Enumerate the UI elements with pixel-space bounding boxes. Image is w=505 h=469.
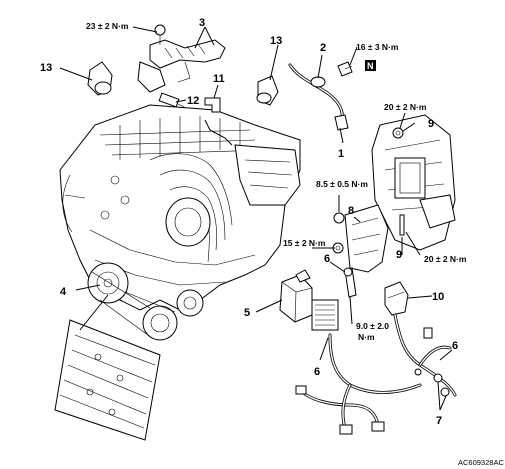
torque-15: 15 ± 2 N·m: [283, 238, 326, 248]
callout-9-upper: 9: [428, 118, 434, 130]
engine-assembly-illustration: [59, 104, 301, 341]
part-12-sensor: [158, 92, 187, 109]
callout-13-right: 13: [270, 35, 282, 47]
part-11-bracket: [204, 97, 233, 146]
torque-20-upper: 20 ± 2 N·m: [384, 102, 427, 112]
callout-5: 5: [244, 307, 250, 319]
callout-3: 3: [199, 17, 205, 29]
callout-6-upper: 6: [324, 253, 330, 265]
n-box-label: N: [367, 61, 374, 71]
callout-10: 10: [432, 291, 444, 303]
callout-9-lower: 9: [396, 249, 402, 261]
callout-13-left: 13: [40, 62, 52, 74]
callout-8: 8: [348, 205, 354, 217]
torque-16: 16 ± 3 N·m: [356, 42, 399, 52]
callout-12: 12: [187, 95, 199, 107]
part-3-hose-assembly: [137, 24, 226, 93]
connector-cluster: [311, 267, 357, 331]
torque-specs: 23 ± 2 N·m 16 ± 3 N·m N 20 ± 2 N·m 8.5 ±…: [86, 21, 467, 342]
torque-9-0-line1: 9.0 ± 2.0: [356, 321, 389, 331]
callout-6-right: 6: [452, 340, 458, 352]
callout-2: 2: [320, 42, 326, 54]
figure-code: AC609328AC: [458, 458, 504, 467]
engine-wiring-harness: [295, 313, 457, 435]
ecu-bracket-illustration: [371, 114, 456, 251]
callout-4: 4: [60, 286, 67, 298]
callout-6-lower: 6: [314, 366, 320, 378]
n-box: [365, 60, 376, 71]
torque-20-lower: 20 ± 2 N·m: [424, 254, 467, 264]
part-13-right-connector: [256, 75, 279, 106]
subframe-bracket-illustration: [54, 319, 161, 441]
part-8-bracket: [332, 204, 389, 273]
leader-lines: [59, 26, 453, 411]
callout-1: 1: [338, 148, 344, 160]
callout-7: 7: [436, 415, 442, 427]
torque-8-5: 8.5 ± 0.5 N·m: [316, 179, 368, 189]
part-10-connector: [384, 281, 409, 316]
torque-9-0-line2: N·m: [358, 332, 375, 342]
part-13-left-connector: [87, 61, 113, 96]
part-5-relay: [279, 269, 313, 323]
part-2-harness-clip: [288, 61, 353, 131]
torque-23: 23 ± 2 N·m: [86, 21, 129, 31]
callout-11: 11: [213, 73, 225, 85]
callout-numbers: 1 2 3 4 5 6 6 6 7 8 9 9 10 11 12 13 13: [40, 17, 458, 427]
